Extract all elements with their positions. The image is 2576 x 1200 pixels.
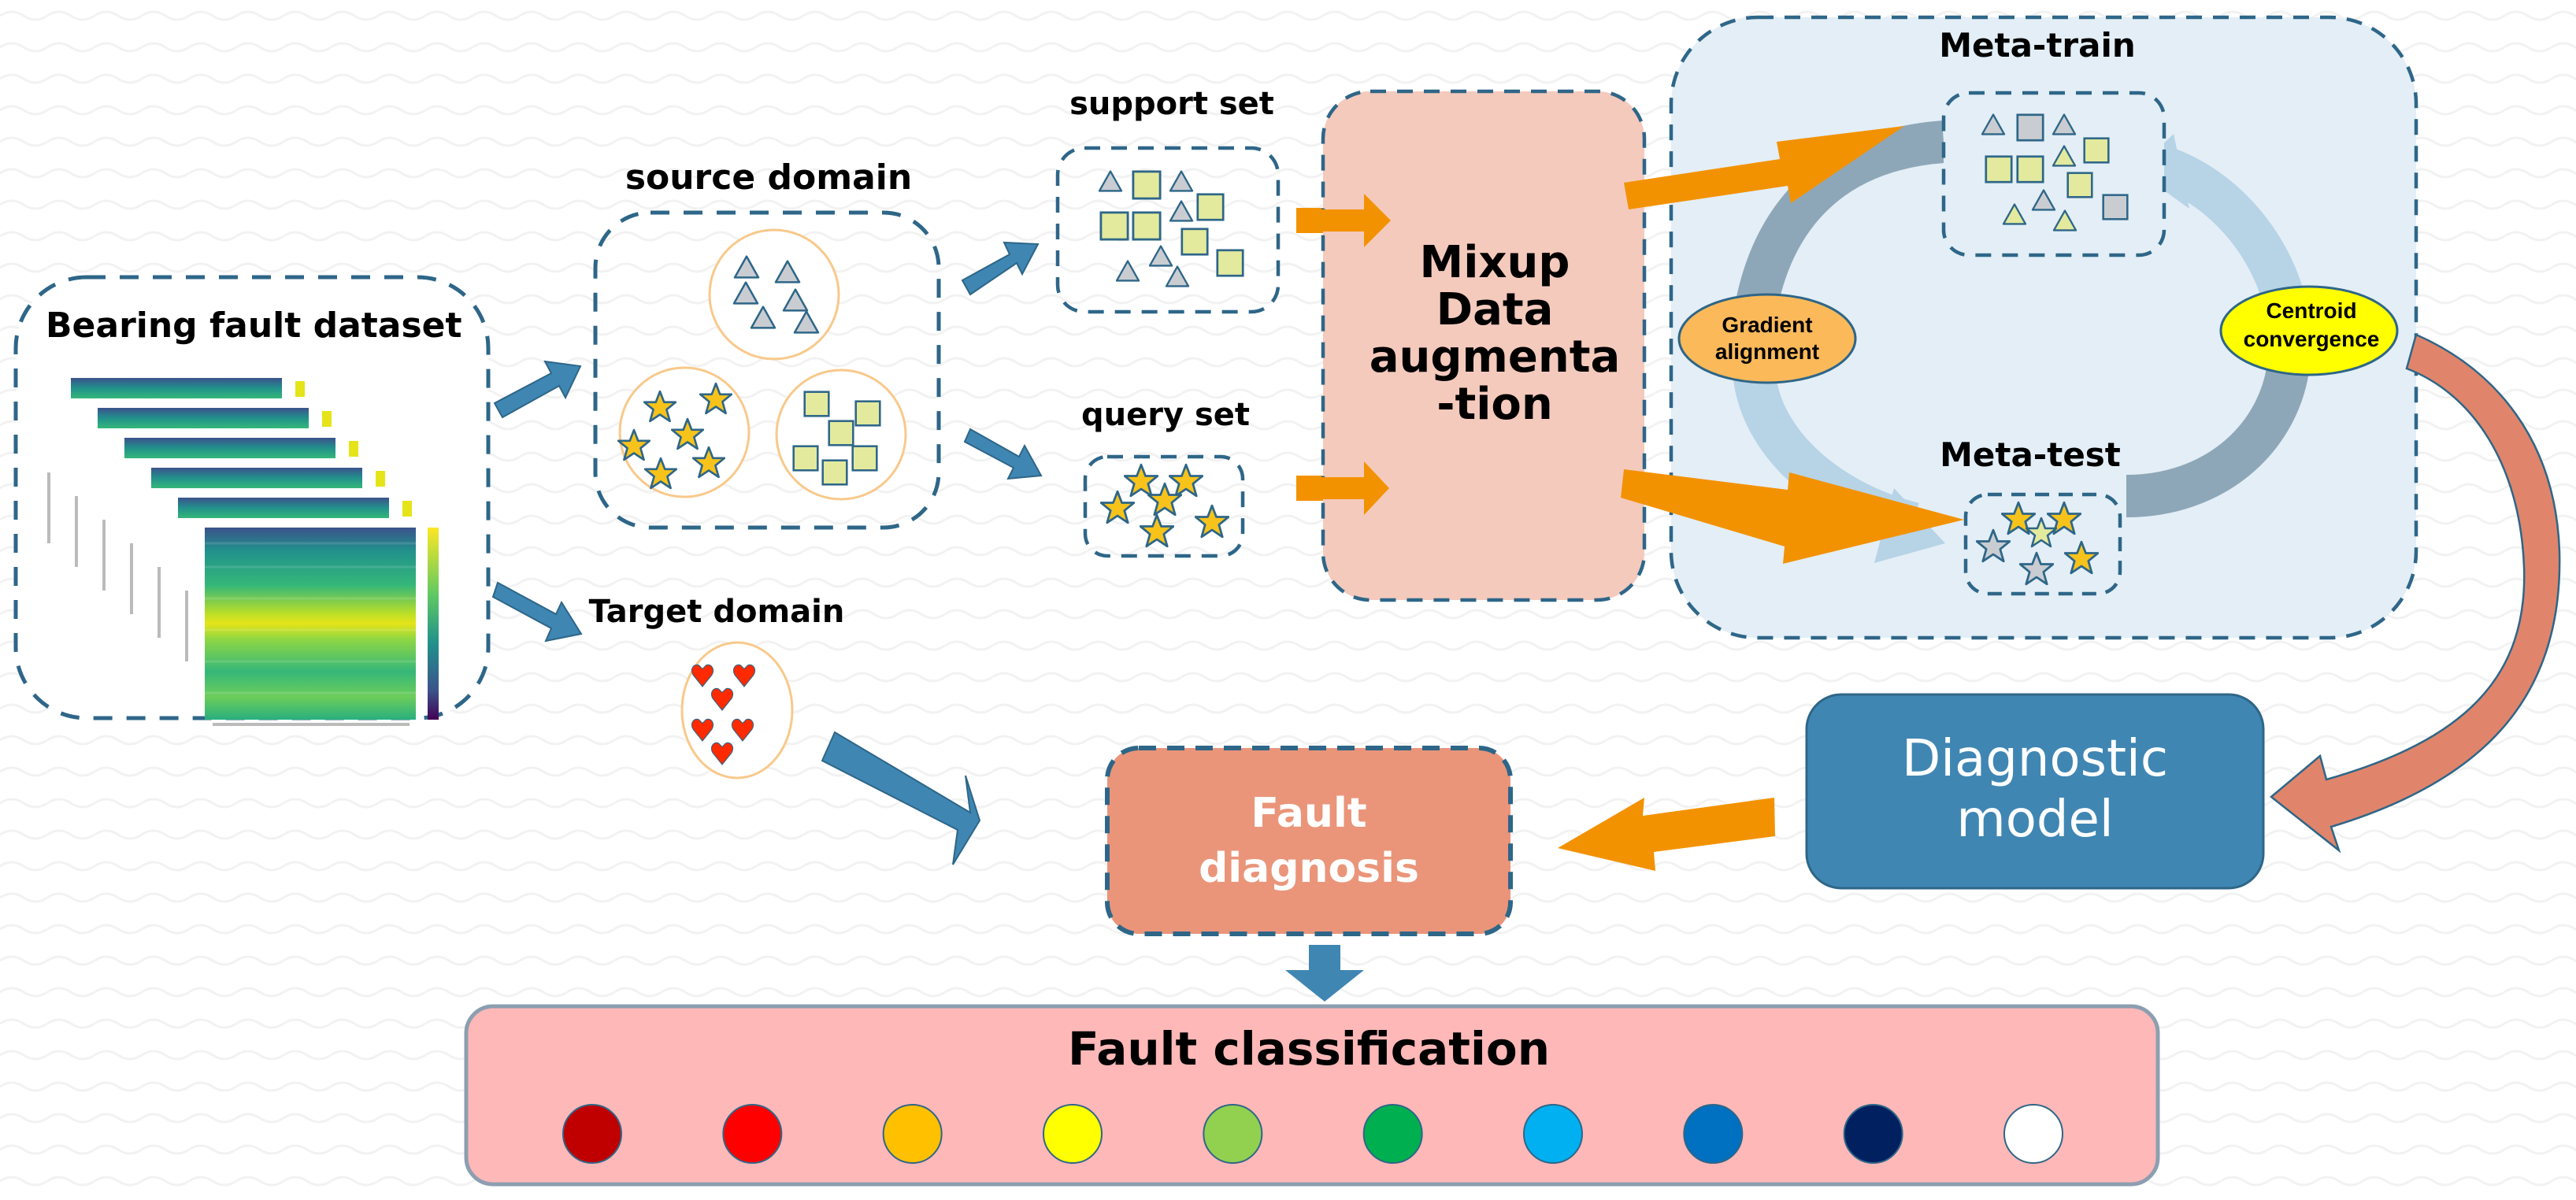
- arrow-model-to-diagnosis: [1558, 798, 1775, 871]
- fault-diagnosis-line-1: Fault: [1251, 790, 1366, 837]
- diagnostic-model-line-2: model: [1956, 791, 2113, 849]
- cycle-arrow-bottom-right: [2126, 365, 2309, 517]
- spectrogram-thumbnail: [151, 468, 385, 488]
- support-set-border: [1055, 146, 1281, 314]
- meta-train-title: Meta-train: [1939, 26, 2136, 65]
- fault-class-circle: [1843, 1104, 1903, 1164]
- cycle-arrow-top-left: [1733, 120, 1946, 319]
- cluster-stars: [617, 366, 751, 498]
- spectrogram-main: [205, 528, 439, 720]
- gradient-alignment-badge: Gradient alignment: [1677, 293, 1857, 384]
- arrow-dataset-to-source: [493, 360, 582, 419]
- fault-class-circle: [722, 1104, 783, 1164]
- mixup-box: [1321, 89, 1647, 602]
- dataset-panel: Bearing fault dataset: [13, 275, 491, 726]
- diagnostic-model-line-1: Diagnostic: [1902, 730, 2168, 788]
- query-set-border: [1083, 454, 1245, 558]
- arrow-source-to-query: [963, 428, 1043, 480]
- fault-class-circle: [1043, 1104, 1103, 1164]
- mixup-line-4: -tion: [1436, 379, 1553, 430]
- spectrogram-axis-ticks: [47, 472, 410, 726]
- diagnostic-model-box: [1805, 693, 2265, 890]
- dataset-title: Bearing fault dataset: [46, 306, 462, 346]
- fault-class-circle: [1683, 1104, 1744, 1164]
- support-set: support set: [1055, 86, 1281, 314]
- spectrogram-thumbnail: [124, 438, 358, 458]
- query-set: query set: [1081, 397, 1250, 558]
- fault-class-circle: [2003, 1104, 2063, 1164]
- fault-class-circle: [562, 1104, 622, 1164]
- mixup-line-3: augmenta: [1370, 331, 1621, 383]
- query-set-title: query set: [1081, 397, 1250, 433]
- fault-class-circle: [1203, 1104, 1263, 1164]
- target-domain: Target domain: [589, 594, 845, 780]
- arrow-target-to-diagnosis: [821, 731, 981, 865]
- source-domain-title: source domain: [625, 157, 912, 198]
- arrow-dataset-to-target: [491, 581, 583, 643]
- arrow-mixup-to-meta-test: [1621, 469, 1964, 564]
- gradient-alignment-line-1: Gradient: [1722, 313, 1812, 337]
- fault-classification-block: Fault classification: [464, 1004, 2160, 1187]
- arrow-support-into-mixup: [1307, 194, 1391, 247]
- fault-class-circle: [882, 1104, 943, 1164]
- fault-class-list: [562, 1104, 2063, 1164]
- mixup-line-1: Mixup: [1420, 237, 1570, 288]
- curved-arrow-meta-to-model: [2270, 333, 2561, 854]
- spectrogram-thumbnail: [178, 498, 412, 518]
- fault-classification-title: Fault classification: [1068, 1022, 1550, 1076]
- mixup-block: Mixup Data augmenta -tion: [1307, 89, 1647, 602]
- centroid-convergence-badge: Centroid convergence: [2219, 285, 2399, 376]
- meta-learning-block: Meta-train Meta-test: [1669, 15, 2418, 640]
- centroid-convergence-line-2: convergence: [2244, 327, 2380, 351]
- support-set-title: support set: [1069, 86, 1274, 122]
- gradient-alignment-line-2: alignment: [1715, 339, 1819, 364]
- source-domain: source domain: [593, 157, 941, 530]
- target-domain-title: Target domain: [589, 594, 845, 630]
- meta-test-border: [1963, 492, 2122, 596]
- mixup-line-2: Data: [1436, 284, 1554, 335]
- fault-diagnosis-box: [1105, 746, 1513, 936]
- spectrogram-thumbnail: [71, 378, 305, 398]
- spectrogram-stack: [47, 378, 439, 726]
- fault-diagnosis-block: Fault diagnosis: [1105, 746, 1513, 936]
- source-domain-border: [593, 210, 941, 530]
- arrow-query-into-mixup: [1307, 461, 1389, 515]
- fault-class-circle: [1523, 1104, 1583, 1164]
- meta-test-title: Meta-test: [1940, 435, 2121, 474]
- cluster-squares: [775, 369, 907, 501]
- diagnostic-model-block: Diagnostic model: [1805, 693, 2265, 890]
- colorbar: [428, 528, 439, 720]
- fault-class-circle: [1362, 1104, 1423, 1164]
- cluster-triangles: [708, 228, 840, 361]
- arrow-diagnosis-to-classification: [1285, 945, 1364, 1002]
- fault-diagnosis-line-2: diagnosis: [1199, 845, 1419, 892]
- target-domain-cluster: [680, 641, 794, 780]
- arrow-source-to-support: [961, 241, 1040, 296]
- arrow-mixup-to-meta-train: [1624, 126, 1904, 209]
- spectrogram-thumbnail: [98, 408, 332, 428]
- centroid-convergence-line-1: Centroid: [2266, 298, 2356, 323]
